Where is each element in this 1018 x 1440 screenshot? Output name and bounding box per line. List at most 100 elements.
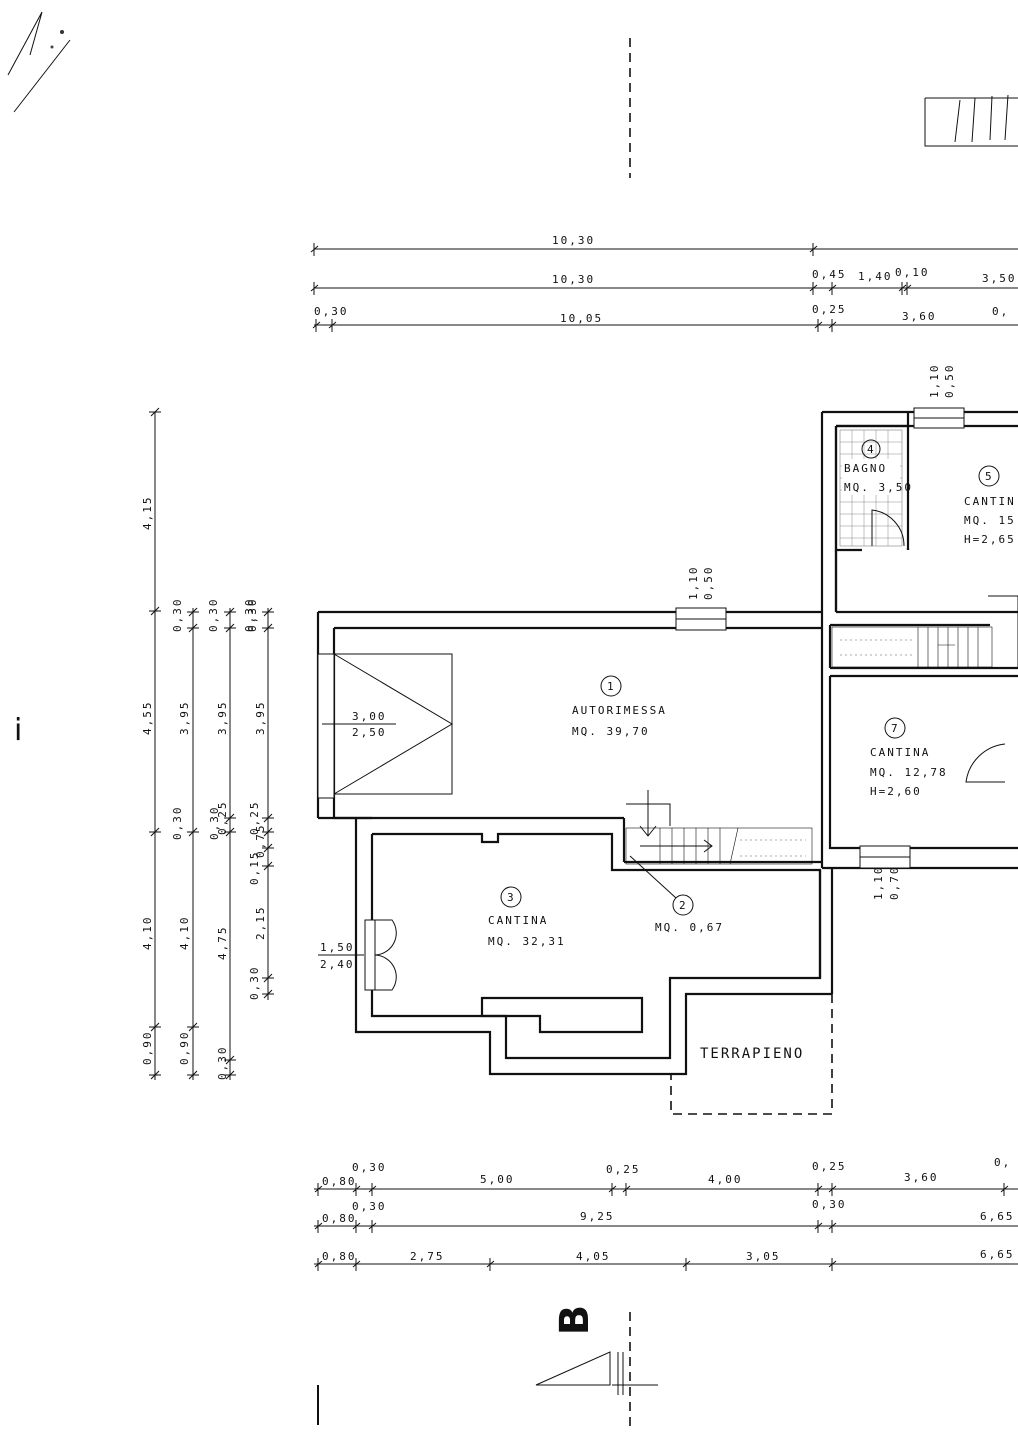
room-name: BAGNO (844, 462, 887, 475)
room-7: 7 CANTINA MQ. 12,78 H=2,60 (870, 717, 946, 798)
dim-label: 0,30 (171, 598, 184, 633)
dim-label: 0,30 (812, 1198, 847, 1211)
room-name: CANTINA (488, 914, 548, 927)
dim-top-row3: 0,30 10,05 0,25 3,60 0, (312, 303, 1018, 332)
dim-top-row1: 10,30 (310, 234, 1018, 256)
dim-label: 0,15 (248, 851, 261, 886)
dim-label: 1,10 (928, 364, 941, 399)
dim-label: 0,30 (208, 806, 221, 841)
dim-label: 1,50 (320, 941, 355, 954)
stairs-garage (625, 790, 813, 865)
dim-label: 9,25 (580, 1210, 615, 1223)
room-area: MQ. 39,70 (572, 725, 650, 738)
dim-label: 0, (992, 305, 1009, 318)
dim-label: 3,60 (902, 310, 937, 323)
dim-label: 0,25 (216, 801, 229, 836)
scan-dot (50, 45, 54, 49)
dim-label: 0,80 (322, 1175, 357, 1188)
garage-inner-wall (332, 626, 822, 818)
dim-label: 2,15 (254, 906, 267, 941)
room-name: CANTINA (870, 746, 930, 759)
room-3: 3 CANTINA MQ. 32,31 (488, 886, 566, 948)
dim-bottom-row1: 0,80 0,30 5,00 0,25 4,00 0,25 3,60 0, (314, 1156, 1018, 1196)
dim-label: 0,30 (243, 598, 256, 633)
dim-label: 2,75 (410, 1250, 445, 1263)
dim-label: 0,30 (314, 305, 349, 318)
dim-left-col4: 0,30 3,95 0,25 0,15 0,75 2,15 0,30 (246, 598, 274, 1001)
dim-label: 0,70 (888, 866, 901, 901)
dim-label: 0,30 (216, 1046, 229, 1081)
dim-label: 3,95 (216, 701, 229, 736)
dim-label: 2,50 (352, 726, 387, 739)
garage-bottom-wall (334, 816, 822, 864)
dim-label: 4,10 (178, 916, 191, 951)
dim-label: 0,25 (812, 303, 847, 316)
side-door: 1,50 2,40 (318, 919, 397, 991)
dim-label: 0,90 (141, 1031, 154, 1066)
dim-label: 4,05 (576, 1250, 611, 1263)
stair-sketch-top (924, 94, 1018, 147)
dim-label: 1,40 (858, 270, 893, 283)
dim-label: 0,30 (171, 806, 184, 841)
room-4: 4 BAGNO MQ. 3,50 (842, 439, 911, 495)
dim-top-row2: 10,30 0,45 1,40 0,10 3,50 (310, 266, 1018, 295)
room-number: 1 (607, 680, 616, 693)
dim-label: 0,30 (207, 598, 220, 633)
cantina7-door (965, 743, 1006, 783)
dim-label: 0,25 (606, 1163, 641, 1176)
stairs-right (831, 595, 1018, 668)
dim-label: 10,05 (560, 312, 603, 325)
dim-label: 3,05 (746, 1250, 781, 1263)
dim-label: 0,75 (254, 824, 267, 859)
dim-label: 0,80 (322, 1250, 357, 1263)
room-1: 1 AUTORIMESSA MQ. 39,70 (572, 675, 667, 738)
room-name: AUTORIMESSA (572, 704, 667, 717)
room-height: H=2,65 (964, 533, 1016, 546)
section-label: B (552, 1305, 598, 1336)
margin-mark: i (14, 713, 22, 748)
dim-label: 0, (994, 1156, 1011, 1169)
dim-label: 2,40 (320, 958, 355, 971)
room-area: MQ. 15 (964, 514, 1016, 527)
dim-label: 4,15 (141, 496, 154, 531)
dim-label: 1,10 (687, 566, 700, 601)
dim-label: 0,80 (322, 1212, 357, 1225)
dim-label: 4,55 (141, 701, 154, 736)
room-area: MQ. 0,67 (655, 921, 724, 934)
dim-label: 0,90 (178, 1031, 191, 1066)
cantina3-notch (480, 996, 644, 1034)
stair-top-wall (828, 623, 1018, 670)
dim-left-col3: 0,30 3,95 0,25 4,75 0,30 (216, 598, 256, 1081)
room-number: 2 (679, 899, 688, 912)
dim-label: 3,95 (178, 701, 191, 736)
dim-label: 0,30 (352, 1200, 387, 1213)
dim-label: 10,30 (552, 273, 595, 286)
dim-label: 6,65 (980, 1248, 1015, 1261)
paper-fold-mark (7, 11, 71, 113)
dim-label: 5,00 (480, 1173, 515, 1186)
dim-label: 4,00 (708, 1173, 743, 1186)
terrapieno-outline (670, 994, 833, 1115)
dim-label: 3,00 (352, 710, 387, 723)
dim-label: 10,30 (552, 234, 595, 247)
terrapieno-label: TERRAPIENO (700, 1046, 804, 1062)
room-area: MQ. 32,31 (488, 935, 566, 948)
dim-label: 0,30 (352, 1161, 387, 1174)
dim-label: 0,50 (702, 566, 715, 601)
dim-label: 3,60 (904, 1171, 939, 1184)
right-outer-wall (818, 868, 834, 994)
dim-label: 4,75 (216, 926, 229, 961)
room-number: 4 (867, 443, 876, 456)
scan-dot (60, 30, 64, 34)
dim-label: 3,50 (982, 272, 1017, 285)
dim-label: 0,10 (895, 266, 930, 279)
dim-left-col2: 0,30 3,95 0,30 4,10 0,90 (178, 598, 221, 1080)
dim-label: 4,10 (141, 916, 154, 951)
room-number: 5 (985, 470, 994, 483)
dim-bottom-row2: 0,80 0,30 9,25 0,30 6,65 (314, 1198, 1018, 1233)
dim-label: 0,30 (248, 966, 261, 1001)
cantina7-wall (822, 674, 1018, 870)
dim-label: 1,10 (872, 866, 885, 901)
dim-label: 3,95 (254, 701, 267, 736)
room-number: 3 (507, 891, 516, 904)
